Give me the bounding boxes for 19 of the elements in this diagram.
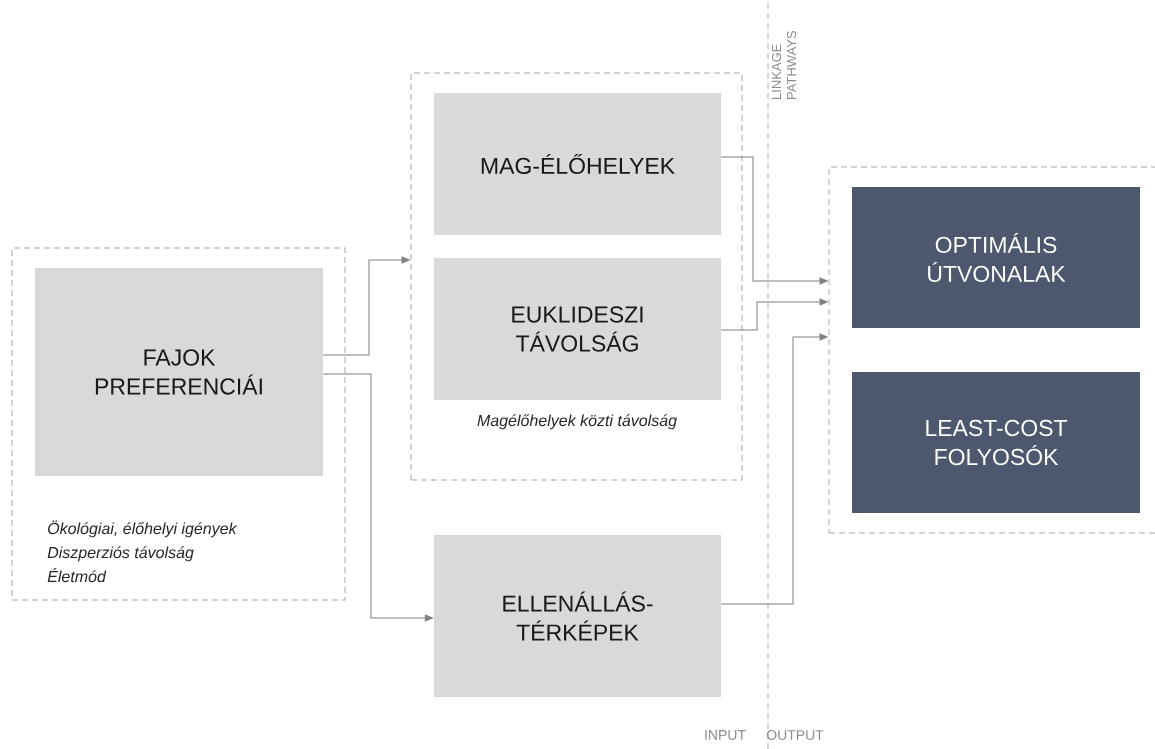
- arrow: [720, 298, 828, 331]
- arrow: [720, 333, 828, 605]
- note-text: Magélőhelyek közti távolság: [477, 414, 677, 430]
- process-box: FAJOK PREFERENCIÁI: [35, 268, 323, 476]
- section-label: INPUT: [705, 730, 746, 740]
- section-label: LINKAGE PATHWAYS: [771, 31, 797, 99]
- process-box: OPTIMÁLIS ÚTVONALAK: [852, 187, 1140, 328]
- arrow: [322, 256, 410, 356]
- process-box: MAG-ÉLŐHELYEK: [434, 93, 721, 235]
- note-text: Életmód: [47, 568, 107, 583]
- process-box: EUKLIDESZI TÁVOLSÁG: [434, 258, 721, 400]
- section-label: OUTPUT: [766, 730, 824, 740]
- note-text: Ökológiai, élőhelyi igények: [48, 520, 238, 538]
- note-text: Diszperziós távolság: [47, 546, 194, 562]
- group-frame: [828, 166, 1155, 534]
- arrow: [720, 156, 828, 285]
- process-box: LEAST-COST FOLYOSÓK: [852, 372, 1140, 513]
- arrow: [322, 373, 433, 622]
- process-box: ELLENÁLLÁS-TÉRKÉPEK: [434, 535, 721, 697]
